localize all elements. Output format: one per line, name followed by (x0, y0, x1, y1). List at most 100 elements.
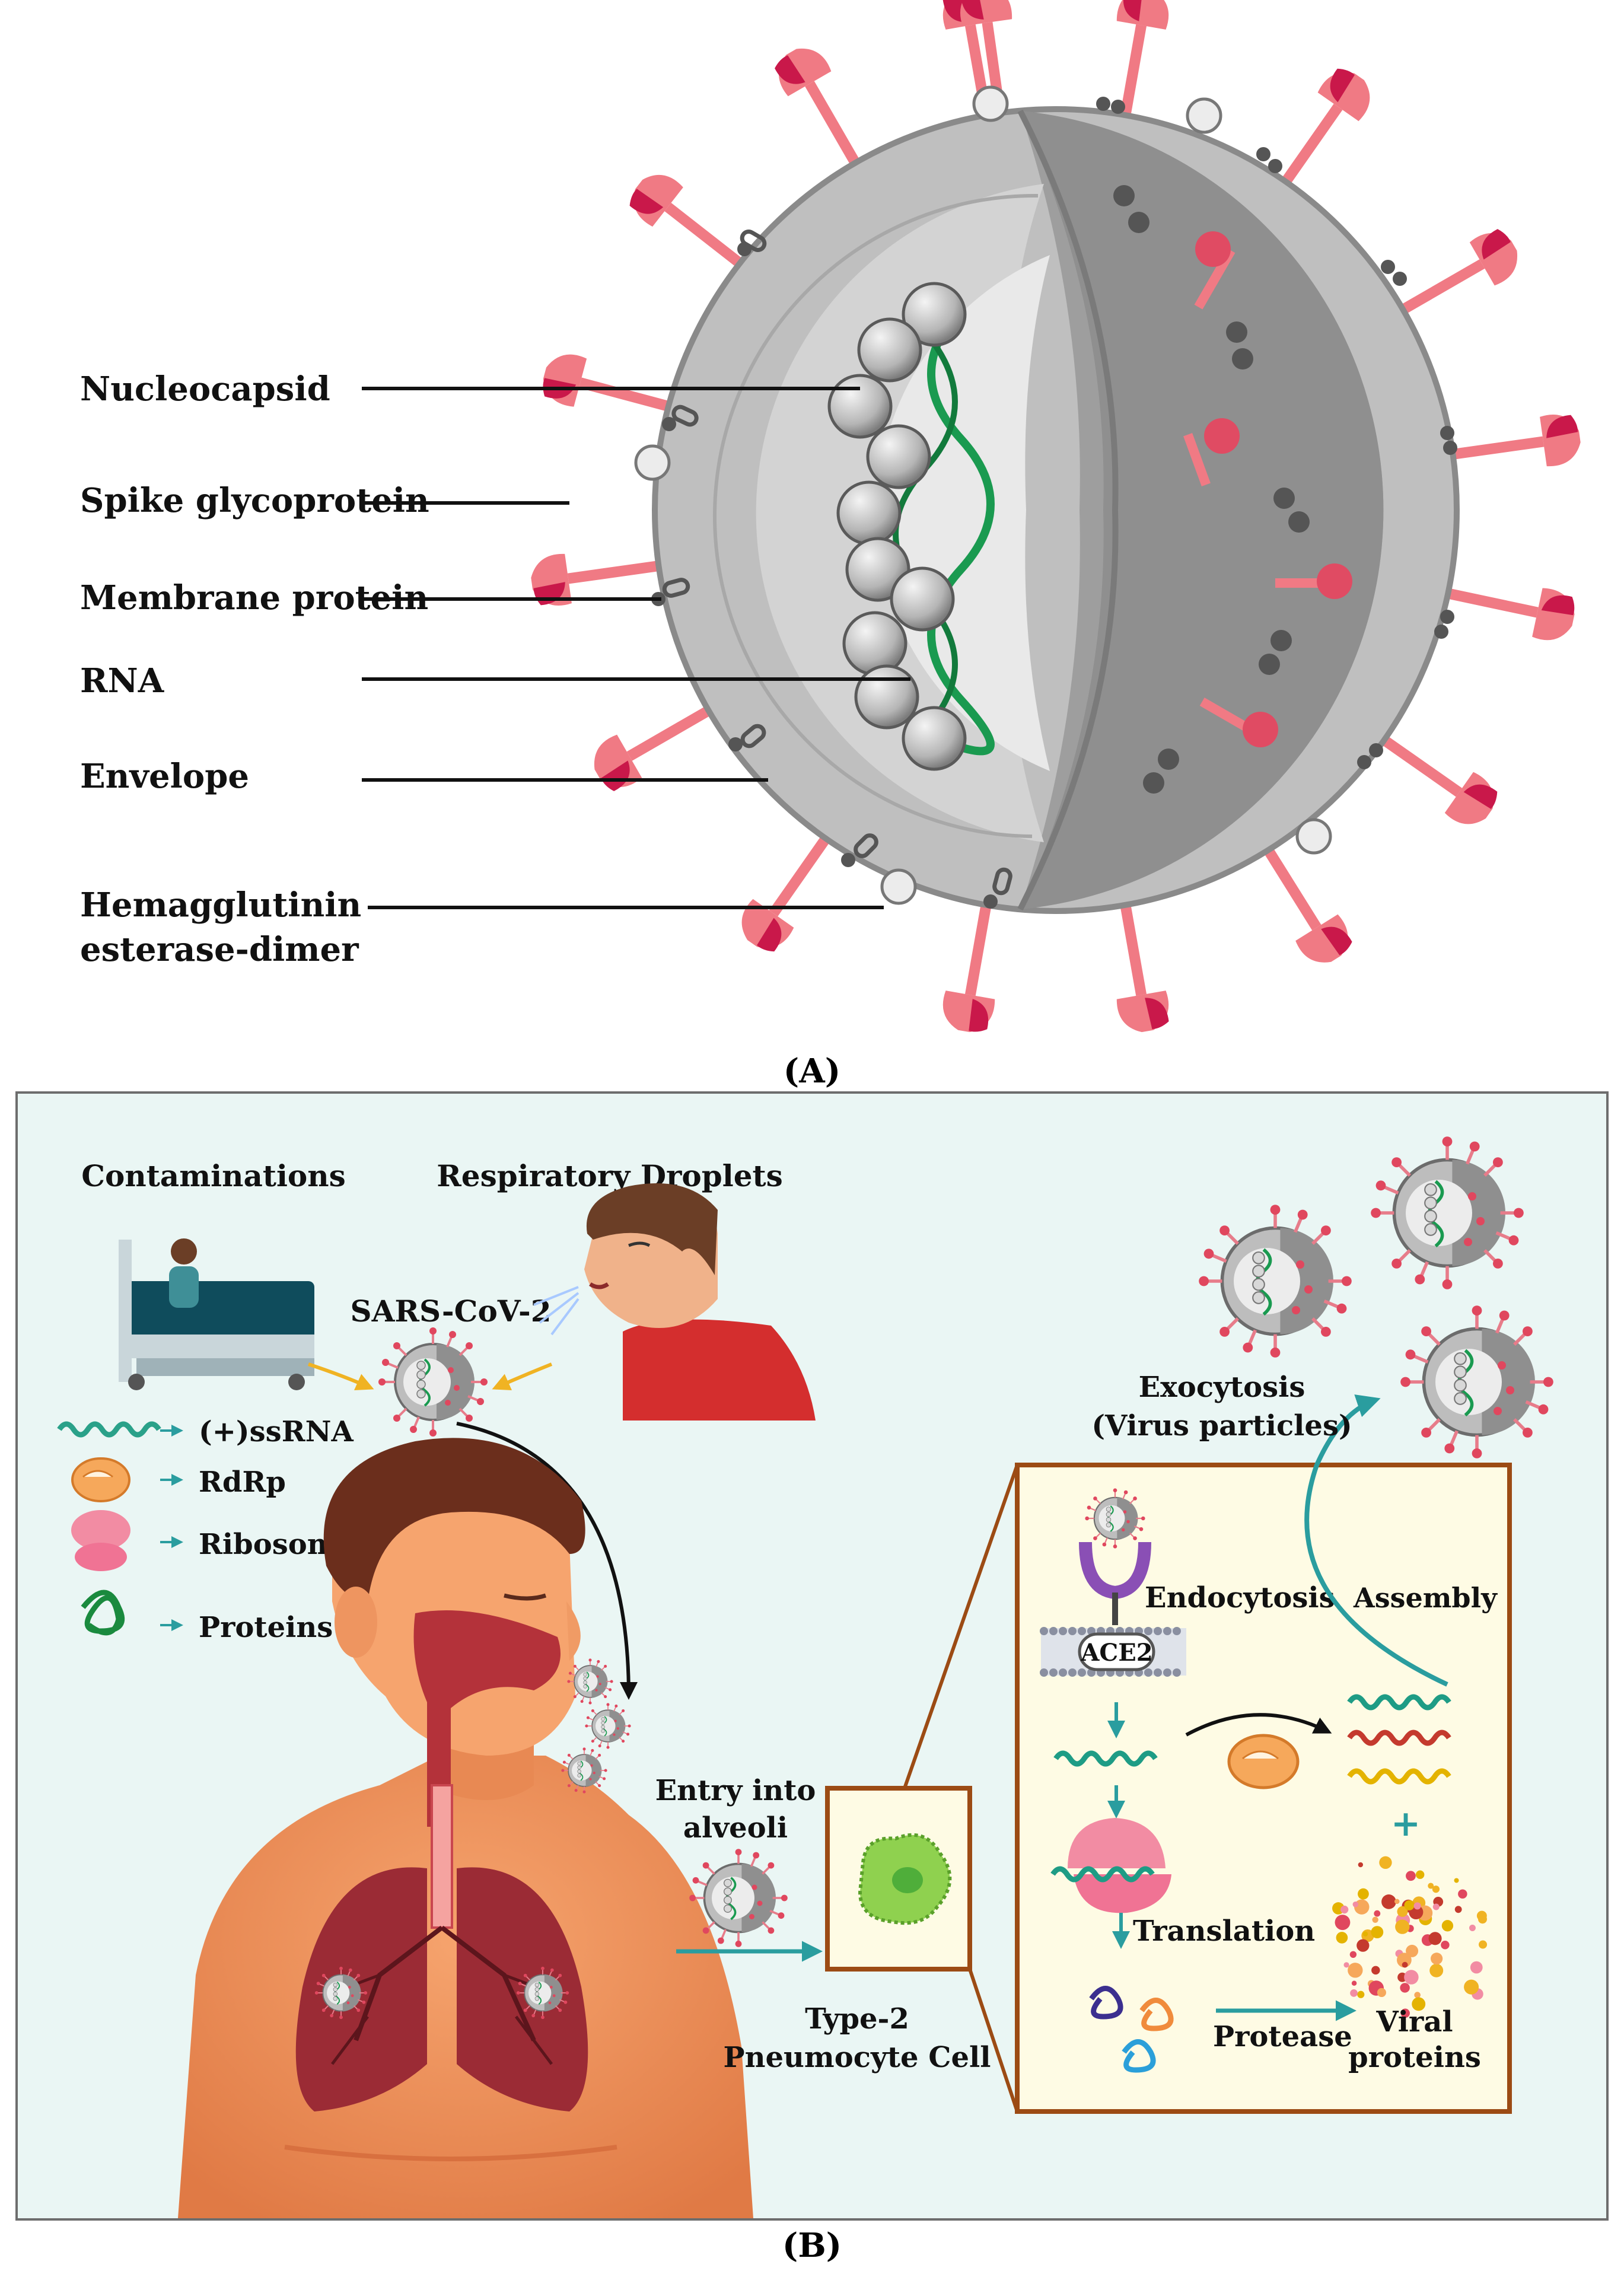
lipid-head (1040, 1668, 1048, 1677)
viral-protein-dot (1356, 1939, 1370, 1952)
lipid-head (1173, 1627, 1181, 1635)
label-exocytosis-line2: (Virus particles) (1091, 1409, 1352, 1442)
viral-protein-dot (1357, 1990, 1365, 1998)
viral-protein-dot (1414, 1992, 1421, 1998)
virus-entering-alveoli (688, 1848, 789, 1948)
label-viral-line1: Viral (1375, 2005, 1453, 2039)
legend-ssrna: (+)ssRNA (199, 1415, 354, 1448)
viral-protein-dot (1402, 1961, 1408, 1968)
viral-protein-dot (1335, 1915, 1351, 1931)
lipid-head (1040, 1627, 1048, 1635)
viral-protein-dot (1415, 1870, 1425, 1879)
viral-protein-dot (1413, 1902, 1421, 1910)
viral-protein-dot (1464, 1979, 1479, 1995)
viral-protein-dot (1336, 1932, 1348, 1944)
spike-glycoprotein (1440, 410, 1584, 482)
viral-protein-dot (1343, 1962, 1349, 1968)
label-endocytosis: Endocytosis (1145, 1581, 1335, 1614)
label-hemagglutinin-line1: Hemagglutinin (80, 886, 361, 925)
viral-protein-dot (1458, 1889, 1467, 1899)
lipid-head (1163, 1627, 1171, 1635)
virus-left-lung (314, 1966, 368, 2020)
viral-proteins-dots (1332, 1856, 1488, 2018)
viral-protein-dot (1454, 1878, 1459, 1883)
viral-protein-dot (1432, 1886, 1440, 1893)
spike-glycoprotein (938, 891, 1014, 1036)
coughing-man-icon (533, 1183, 816, 1421)
viral-protein-dot (1469, 1925, 1476, 1931)
rdrp-icon (71, 1457, 130, 1502)
spike-glycoprotein (1098, 891, 1173, 1036)
viral-protein-dot (1431, 1953, 1443, 1965)
lipid-head (1144, 1627, 1152, 1635)
viral-protein-dot (1379, 1856, 1392, 1869)
hospital-bed-icon (119, 1238, 314, 1390)
lipid-head (1173, 1668, 1181, 1677)
label-cell-line2: Pneumocyte Cell (724, 2041, 991, 2074)
legend-proteins: Proteins (199, 1611, 333, 1644)
ribosome-icon (71, 1510, 130, 1571)
viral-protein-dot (1374, 1910, 1381, 1917)
lipid-head (1068, 1627, 1077, 1635)
label-spike-glycoprotein: Spike glycoprotein (80, 481, 429, 520)
label-translation: Translation (1133, 1915, 1315, 1948)
viral-protein-dot (1400, 1983, 1410, 1993)
viral-protein-dot (1349, 1951, 1357, 1958)
rna-strand (927, 305, 995, 756)
viral-protein-dot (1404, 1900, 1415, 1910)
lipid-head (1059, 1668, 1067, 1677)
label-viral-line2: proteins (1348, 2041, 1481, 2074)
viral-protein-dot (1358, 1888, 1369, 1900)
translated-proteins-icon (1089, 1986, 1174, 2073)
membrane-proteins (662, 230, 1012, 896)
lipid-head (1154, 1627, 1162, 1635)
lipid-head (1144, 1668, 1152, 1677)
protein-icon (81, 1590, 125, 1636)
hemagglutinin-esterase-dimers (634, 85, 1332, 905)
label-sars-cov-2: SARS-CoV-2 (351, 1294, 552, 1329)
viral-protein-dot (1351, 1980, 1357, 1986)
viral-protein-dot (1362, 1931, 1368, 1937)
lipid-head (1078, 1668, 1086, 1677)
viral-protein-dot (1400, 2008, 1410, 2018)
virus-right-lung (515, 1966, 570, 2020)
caption-b: (B) (782, 2226, 842, 2265)
label-protease: Protease (1213, 2020, 1352, 2053)
lipid-head (1163, 1668, 1171, 1677)
lipid-head (1049, 1668, 1058, 1677)
label-exocytosis-line1: Exocytosis (1139, 1371, 1305, 1404)
viral-protein-dot (1406, 1944, 1419, 1957)
viral-protein-dot (1377, 1988, 1386, 1998)
lipid-head (1068, 1668, 1077, 1677)
label-respiratory-droplets: Respiratory Droplets (437, 1158, 783, 1193)
viral-protein-dot (1350, 1989, 1358, 1997)
viral-protein-dot (1348, 1963, 1363, 1978)
panel-a-labels: Nucleocapsid Spike glycoprotein Membrane… (80, 370, 910, 1091)
viral-protein-dot (1372, 1916, 1378, 1923)
pneumocyte-cell-icon (858, 1833, 952, 1925)
caption-a: (A) (784, 1052, 840, 1091)
viral-protein-dot (1441, 1941, 1450, 1950)
viral-protein-dot (1358, 1862, 1364, 1868)
viral-protein-dot (1479, 1940, 1488, 1949)
viral-protein-dot (1454, 1906, 1462, 1913)
viral-protein-dot (1340, 1905, 1349, 1914)
interior (876, 255, 1050, 771)
viral-protein-dot (1381, 1894, 1396, 1909)
lipid-head (1078, 1627, 1086, 1635)
rdrp-replication-icon (1227, 1734, 1300, 1789)
viral-protein-dot (1396, 1953, 1412, 1968)
label-rna: RNA (80, 661, 165, 700)
human-body-illustration (178, 1438, 753, 2218)
viral-protein-dot (1395, 1919, 1410, 1934)
label-entry-line2: alveoli (683, 1811, 788, 1845)
viral-protein-dot (1477, 1915, 1487, 1924)
lipid-head (1154, 1668, 1162, 1677)
label-plus: + (1391, 1803, 1421, 1845)
label-entry-line1: Entry into (655, 1774, 816, 1807)
spike-glycoprotein (1098, 0, 1173, 129)
ribosome-translation-icon (1068, 1818, 1171, 1913)
viral-protein-dot (1429, 1963, 1444, 1977)
viral-protein-dot (1432, 1903, 1440, 1910)
inhalation-arrow (456, 1422, 638, 1700)
